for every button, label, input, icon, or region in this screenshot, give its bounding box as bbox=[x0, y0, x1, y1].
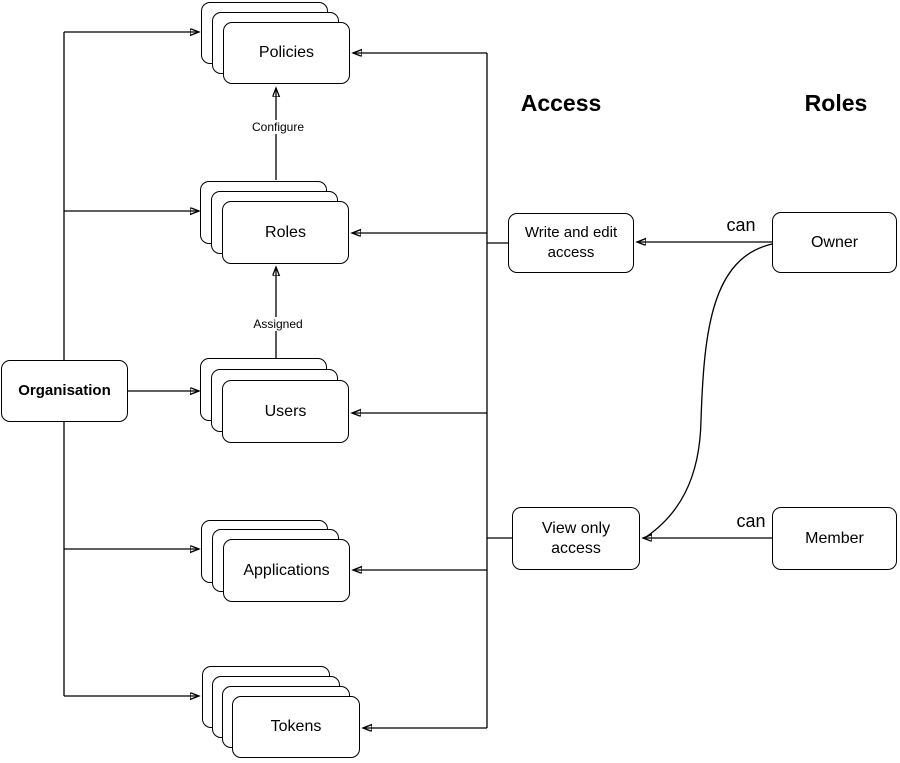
node-member-label: Member bbox=[805, 529, 864, 547]
node-owner-label: Owner bbox=[810, 233, 859, 251]
assigned-edge-label: Assigned bbox=[226, 317, 330, 331]
edge-owner-view-curve bbox=[645, 243, 773, 538]
node-applications-label: Applications bbox=[243, 561, 330, 579]
node-tokens-label: Tokens bbox=[270, 718, 322, 735]
owner-can-label: can bbox=[726, 215, 756, 235]
node-tokens: Tokens bbox=[232, 696, 360, 758]
configure-edge-label: Configure bbox=[226, 120, 330, 134]
node-member: Member bbox=[772, 507, 897, 570]
roles-column-heading: Roles bbox=[804, 90, 868, 116]
node-owner: Owner bbox=[772, 212, 897, 273]
node-applications: Applications bbox=[223, 539, 350, 602]
node-policies-label: Policies bbox=[258, 44, 315, 61]
access-column-heading: Access bbox=[520, 90, 602, 116]
node-view-only-access: View only access bbox=[512, 507, 640, 570]
node-organisation: Organisation bbox=[1, 360, 128, 422]
node-organisation-label: Organisation bbox=[18, 382, 111, 399]
node-policies: Policies bbox=[223, 22, 350, 84]
node-users-label: Users bbox=[264, 402, 307, 420]
node-write-edit-access: Write and edit access bbox=[508, 213, 634, 273]
node-view-only-access-label: View only access bbox=[541, 519, 611, 557]
node-roles-label: Roles bbox=[265, 223, 306, 241]
member-can-label: can bbox=[736, 511, 766, 531]
node-roles: Roles bbox=[222, 201, 349, 264]
node-write-edit-access-label: Write and edit access bbox=[524, 224, 618, 261]
node-users: Users bbox=[222, 380, 349, 443]
